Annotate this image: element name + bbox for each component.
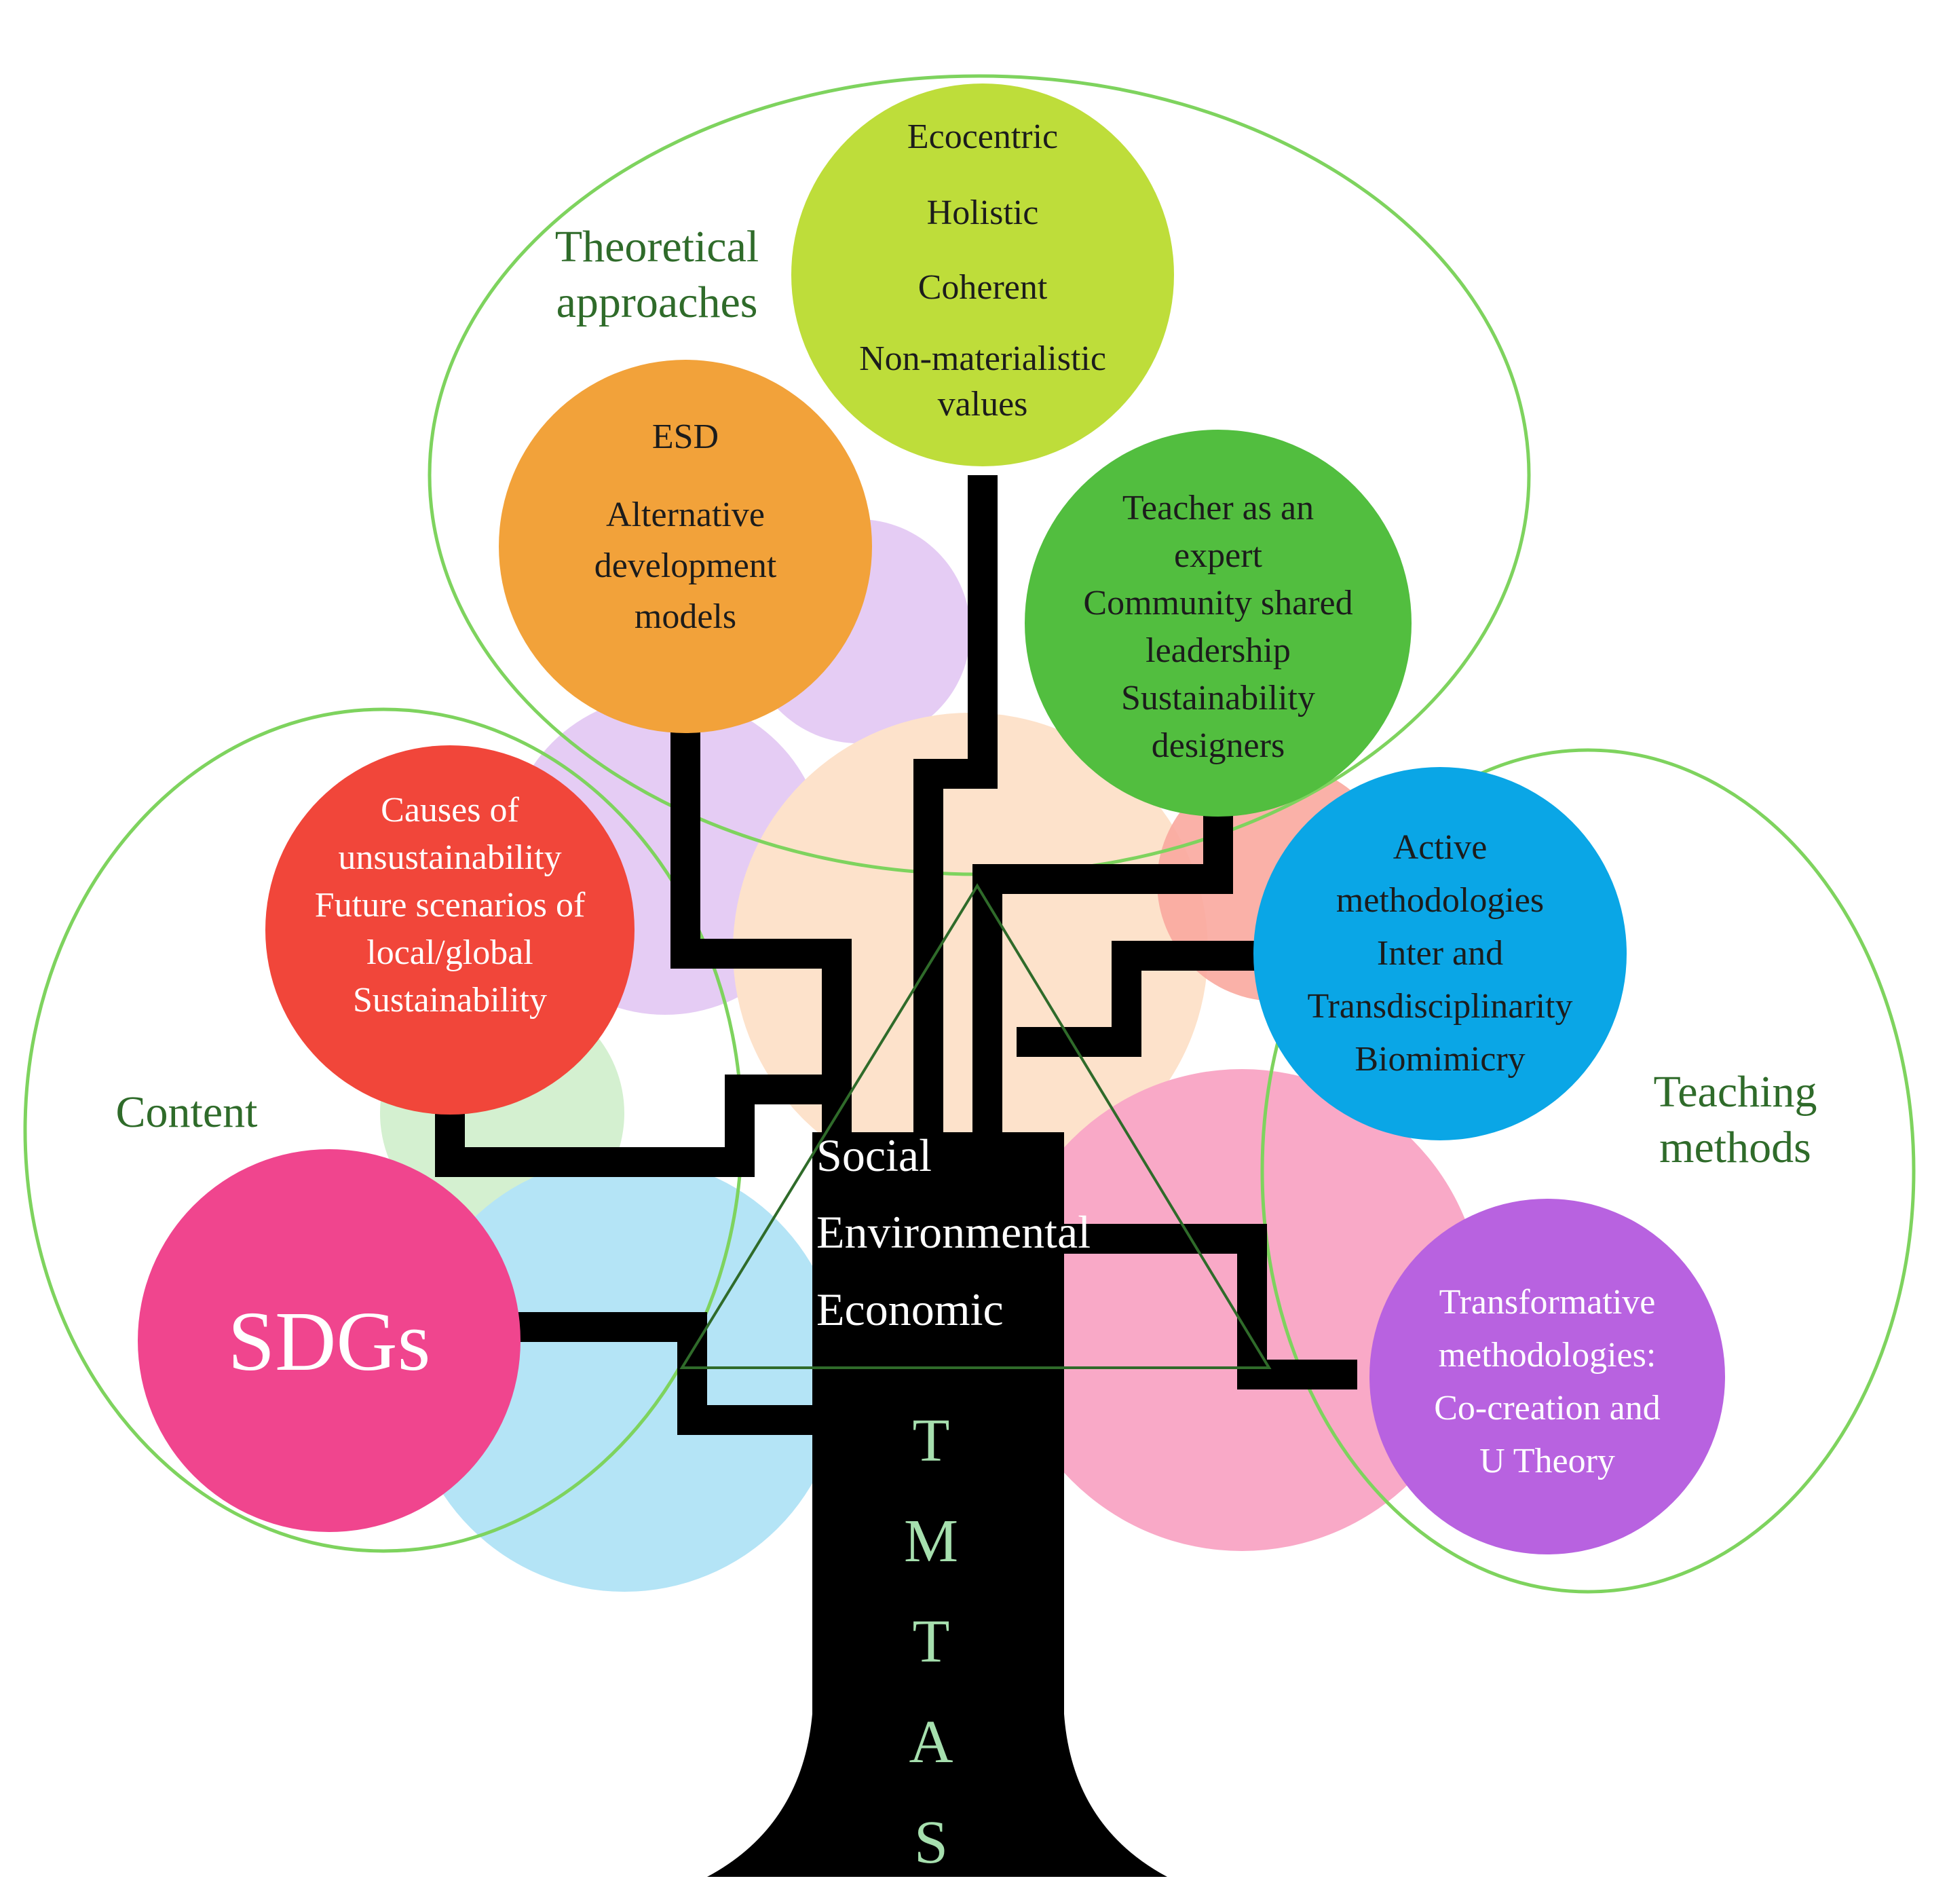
- text-line: models: [635, 597, 736, 636]
- text-line: Ecocentric: [907, 117, 1058, 156]
- text-line: Future scenarios of: [315, 886, 586, 925]
- text-line: Sustainability: [1121, 679, 1315, 717]
- text-line: development: [594, 546, 777, 585]
- trunk-letter-m: M: [904, 1508, 958, 1575]
- text-line: Causes of: [381, 791, 519, 829]
- circle-sdgs-text: SDGs: [228, 1295, 431, 1389]
- text-line: expert: [1174, 536, 1262, 575]
- trunk-letter-t2: T: [913, 1608, 950, 1675]
- text-line: Transformative: [1439, 1283, 1656, 1322]
- label-teaching-methods: Teaching methods: [1654, 1067, 1817, 1172]
- text-line: Inter and: [1377, 934, 1503, 973]
- text-line: SDGs: [228, 1295, 431, 1389]
- text-line: unsustainability: [338, 838, 561, 877]
- text-line: Content: [116, 1087, 258, 1137]
- text-line: Alternative: [606, 496, 765, 534]
- circle-esd-text: ESD Alternative development models: [594, 417, 777, 636]
- sustainability-triangle: [679, 883, 1272, 1369]
- trunk-letter-s: S: [914, 1809, 948, 1876]
- circle-transformative: Transformative methodologies: Co-creation …: [1369, 1199, 1725, 1554]
- circle-sdgs: SDGs: [138, 1149, 521, 1532]
- text-line: methodologies:: [1439, 1336, 1657, 1375]
- text-line: U Theory: [1479, 1442, 1615, 1480]
- text-line: leadership: [1146, 631, 1291, 670]
- branch-causes: [435, 1075, 828, 1177]
- text-line: Co-creation and: [1434, 1389, 1661, 1427]
- pillar-economic: Economic: [816, 1284, 1004, 1335]
- trunk-letter-t1: T: [913, 1407, 950, 1474]
- text-line: values: [938, 385, 1028, 424]
- pillar-social: Social: [816, 1130, 932, 1181]
- text-line: approaches: [556, 278, 758, 327]
- tree-trunk: [707, 1132, 1167, 1877]
- branch-esd: [670, 726, 852, 1132]
- trunk-letter-a: A: [909, 1709, 953, 1776]
- text-line: Coherent: [918, 268, 1048, 307]
- text-line: methodologies: [1336, 881, 1544, 920]
- text-line: methods: [1659, 1123, 1811, 1172]
- label-content: Content: [116, 1087, 258, 1137]
- pillar-environmental: Environmental: [816, 1206, 1091, 1258]
- text-line: designers: [1152, 726, 1285, 765]
- branch-teacher: [972, 804, 1233, 1132]
- branch-transformative: [1045, 1224, 1357, 1389]
- text-line: Community shared: [1083, 584, 1352, 622]
- circle-esd: ESD Alternative development models: [499, 360, 872, 733]
- bg-circle-blue: [407, 1157, 841, 1592]
- text-line: Teaching: [1654, 1067, 1817, 1117]
- text-line: Transdisciplinarity: [1308, 987, 1573, 1026]
- text-line: ESD: [652, 417, 719, 456]
- text-line: Sustainability: [353, 981, 547, 1020]
- text-line: Teacher as an: [1122, 489, 1314, 527]
- branch-ecocentric: [913, 475, 998, 1132]
- label-theoretical-approaches: Theoretical approaches: [555, 222, 759, 327]
- text-line: Active: [1393, 828, 1488, 867]
- circle-transformative-text: Transformative methodologies: Co-creation …: [1434, 1283, 1661, 1480]
- text-line: Holistic: [927, 193, 1039, 232]
- text-line: local/global: [366, 933, 533, 972]
- text-line: Theoretical: [555, 222, 759, 272]
- outline-teaching-methods: [1260, 748, 1916, 1594]
- branch-sdgs: [512, 1312, 814, 1435]
- text-line: Non-materialistic: [859, 339, 1106, 378]
- text-line: Biomimicry: [1355, 1040, 1525, 1079]
